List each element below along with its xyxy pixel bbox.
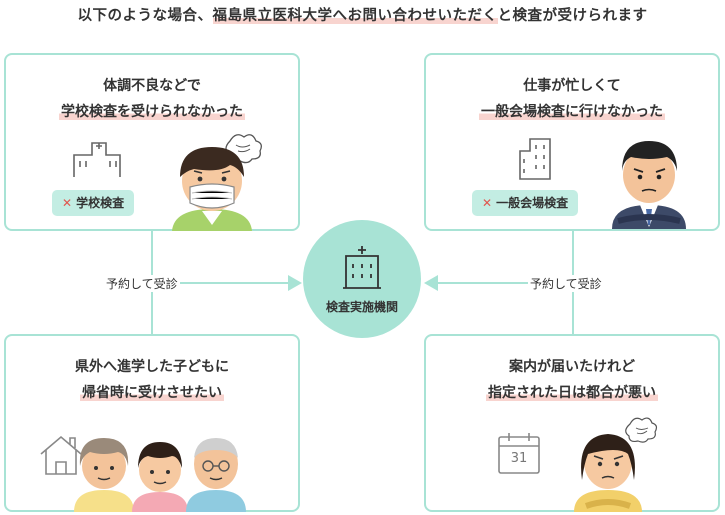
card-line2: 指定された日は都合が悪い [486, 385, 658, 401]
hospital-icon [343, 246, 381, 289]
card-general-venue-test: 仕事が忙しくて 一般会場検査に行けなかった ✕一般会場検査 [424, 53, 720, 231]
heading-prefix: 以下のような場合、 [77, 8, 213, 24]
cross-icon: ✕ [482, 196, 493, 210]
tag-general-venue-test: ✕一般会場検査 [472, 190, 579, 216]
page-heading: 以下のような場合、福島県立医科大学へお問い合わせいただくと検査が受けられます [0, 4, 725, 25]
heading-suffix: と検査が受けられます [497, 8, 648, 24]
calendar-day: 31 [510, 451, 528, 466]
tag-label: 一般会場検査 [496, 196, 569, 210]
card-line2: 一般会場検査に行けなかった [479, 104, 665, 120]
card-line2-wrap: 帰省時に受けさせたい [6, 382, 298, 402]
testing-institution-hub: 検査実施機関 [303, 220, 421, 338]
hub-label: 検査実施機関 [325, 300, 398, 314]
tag-school-test: ✕学校検査 [52, 190, 135, 216]
card-school-test: 体調不良などで 学校検査を受けられなかった ✕学校検査 [4, 53, 300, 231]
card-line1: 体調不良などで [103, 78, 201, 94]
connector-right-horizontal [436, 282, 573, 284]
flow-label-left: 予約して受診 [104, 275, 180, 292]
card-student-outside-prefecture: 県外へ進学した子どもに 帰省時に受けさせたい [4, 334, 300, 512]
connector-left-horizontal [152, 282, 290, 284]
heading-highlight: 福島県立医科大学へお問い合わせいただく [212, 8, 498, 24]
calendar-icon [498, 433, 540, 474]
arrow-right-head [288, 275, 302, 291]
office-building-icon [519, 138, 551, 180]
card-line2: 帰省時に受けさせたい [80, 385, 224, 401]
card-date-inconvenient: 案内が届いたけれど 指定された日は都合が悪い 31 [424, 334, 720, 512]
worried-woman-illustration [574, 417, 658, 512]
card-line2-wrap: 指定された日は都合が悪い [426, 382, 718, 402]
house-icon [40, 435, 82, 475]
flow-label-right: 予約して受診 [528, 275, 604, 292]
card-line2: 学校検査を受けられなかった [59, 104, 245, 120]
child-with-mask-illustration [172, 134, 262, 231]
tag-label: 学校検査 [76, 196, 125, 210]
businessman-illustration [612, 141, 686, 229]
card-line1: 県外へ進学した子どもに [75, 359, 229, 375]
card-line2-wrap: 学校検査を受けられなかった [6, 101, 298, 121]
card-line1: 仕事が忙しくて [523, 78, 621, 94]
cross-icon: ✕ [62, 196, 73, 210]
card-line1: 案内が届いたけれど [509, 359, 635, 375]
arrow-left-head [424, 275, 438, 291]
card-line2-wrap: 一般会場検査に行けなかった [426, 101, 718, 121]
family-illustration [74, 438, 246, 512]
school-building-icon [73, 142, 121, 177]
